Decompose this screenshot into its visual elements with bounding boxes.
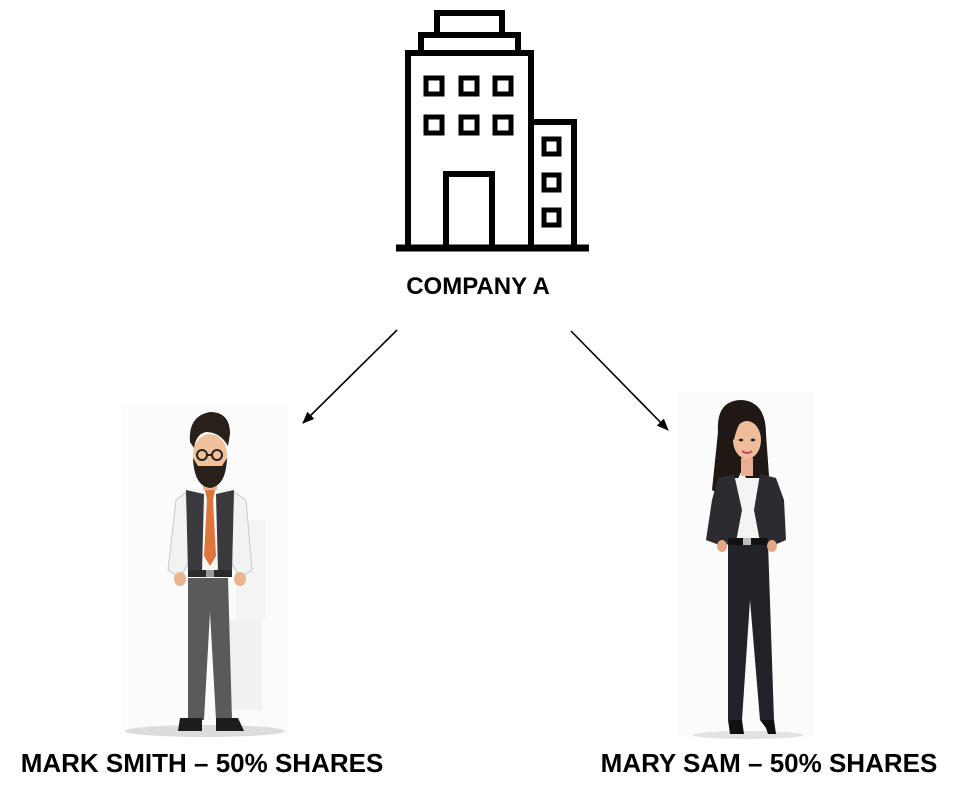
- businesswoman-figure: [678, 392, 814, 739]
- owner-label-mary-sam: MARY SAM – 50% SHARES: [600, 748, 938, 778]
- arrow-to-mark-smith: [302, 329, 398, 424]
- building-icon: [396, 10, 589, 252]
- businessman-figure: [121, 405, 289, 737]
- arrow-to-mary-sam: [570, 330, 669, 431]
- company-label: COMPANY A: [406, 273, 550, 300]
- owner-label-mark-smith: MARK SMITH – 50% SHARES: [20, 748, 384, 778]
